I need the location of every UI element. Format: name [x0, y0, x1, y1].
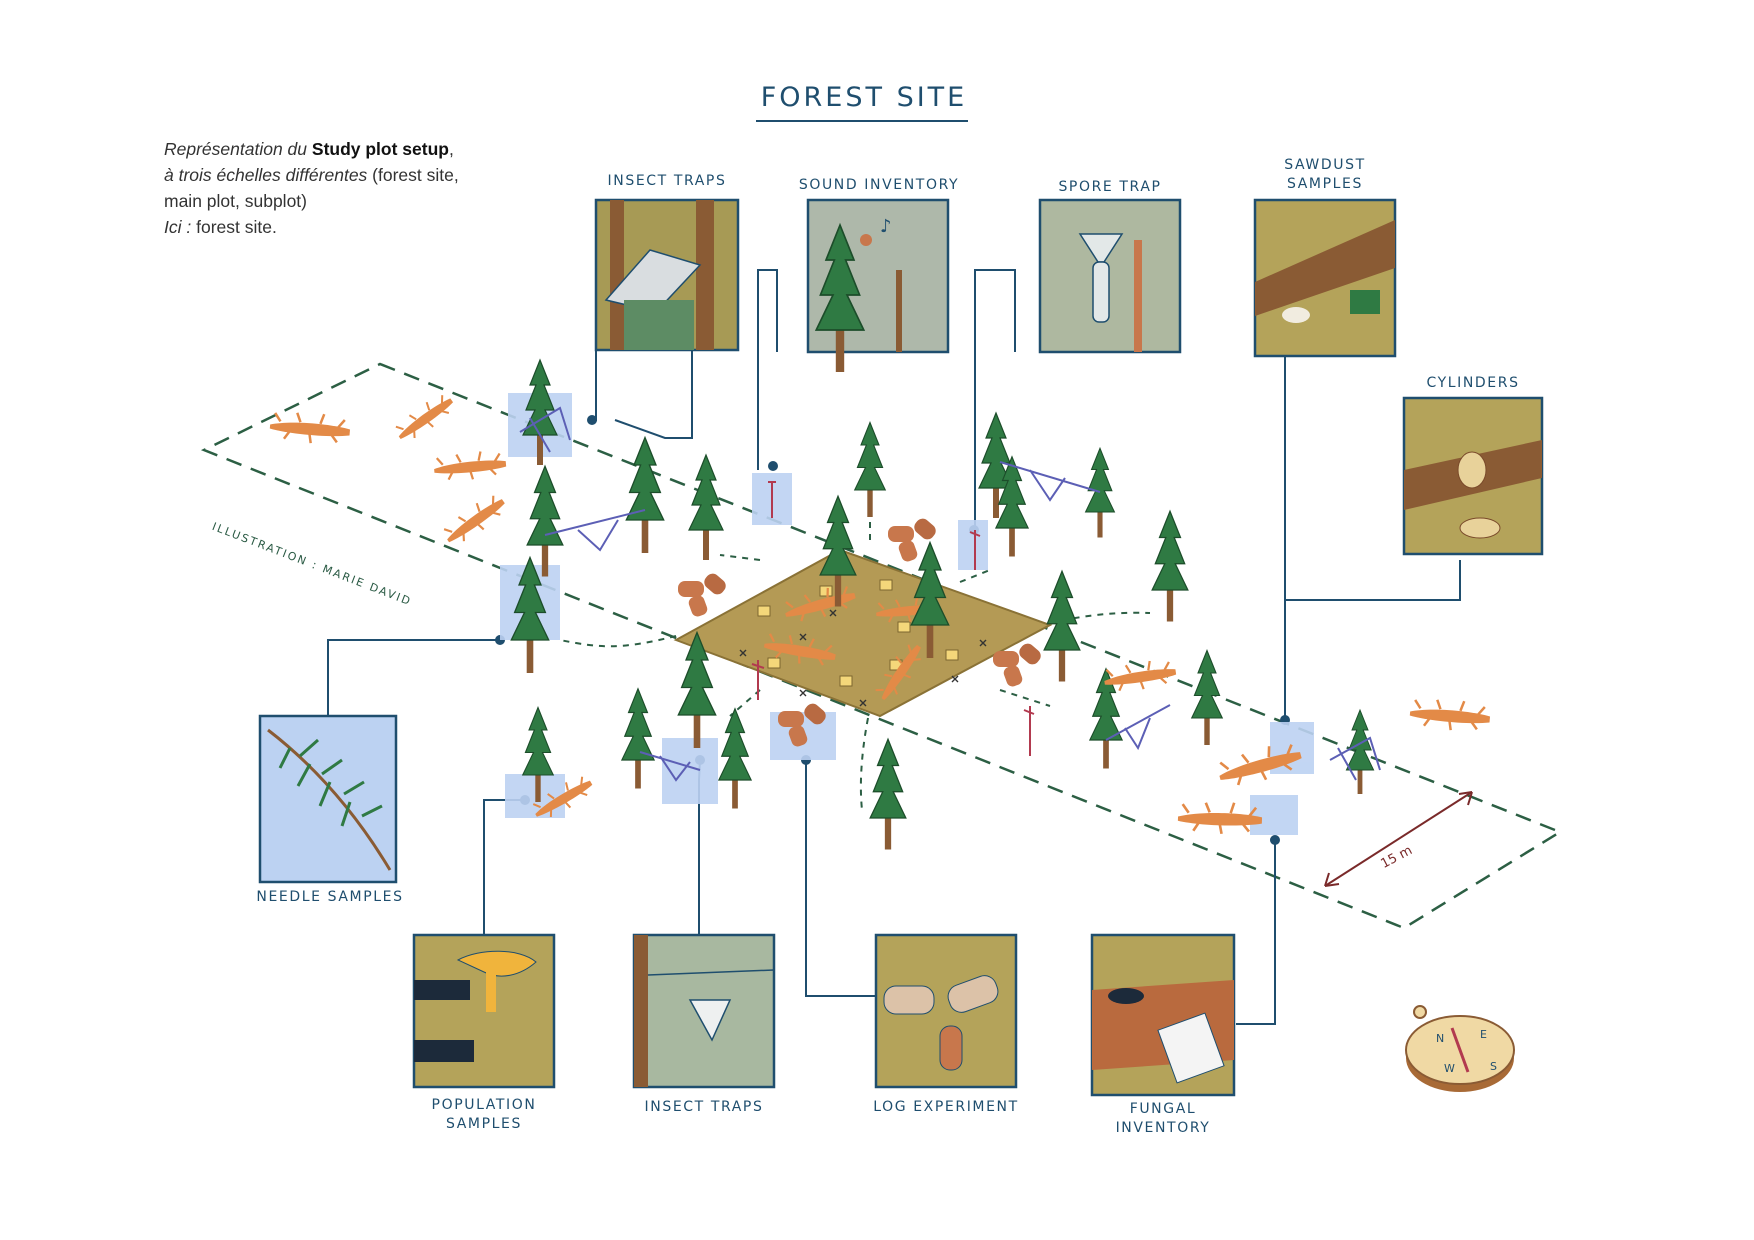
compass: N E S W: [1405, 1005, 1515, 1092]
spore-stakes: [751, 481, 1035, 756]
caption-line2-italic: à trois échelles différentes: [164, 165, 368, 185]
trap-lines: [519, 406, 1381, 782]
label-sawdust-line1: SAWDUST: [1284, 157, 1366, 173]
subplot-markers: [757, 579, 959, 687]
distance-arrow: [1324, 791, 1473, 887]
label-fungal-inventory: FUNGAL INVENTORY: [1092, 1100, 1234, 1138]
label-insect-traps-top: INSECT TRAPS: [607, 173, 727, 189]
title-underline: [756, 120, 968, 122]
label-fungal-line2: INVENTORY: [1115, 1120, 1211, 1136]
panel-fungal-inventory: [1090, 933, 1236, 1097]
caption-line4-italic: Ici :: [164, 217, 192, 237]
panel-spore-trap: [1038, 198, 1182, 354]
label-sound-inventory: SOUND INVENTORY: [798, 177, 960, 193]
panel-log-experiment: [874, 933, 1018, 1089]
panel-needle-samples: [258, 714, 398, 884]
page-title: FOREST SITE: [760, 82, 968, 113]
label-cylinders: CYLINDERS: [1426, 375, 1520, 391]
caption-line1-prefix: Représentation du: [164, 139, 312, 159]
label-needle-samples: NEEDLE SAMPLES: [256, 889, 404, 905]
panel-insect-traps-top: [594, 198, 740, 352]
compass-e: E: [1480, 1028, 1487, 1041]
sample-highlights: [500, 393, 1314, 835]
label-population-samples: POPULATION SAMPLES: [414, 1096, 554, 1134]
label-sawdust-samples: SAWDUST SAMPLES: [1255, 156, 1395, 194]
label-spore-trap: SPORE TRAP: [1058, 179, 1162, 195]
main-plot: [673, 548, 1053, 718]
label-population-line1: POPULATION: [431, 1097, 537, 1113]
connector-lines: [327, 269, 1461, 1025]
label-fungal-line1: FUNGAL: [1129, 1101, 1197, 1117]
compass-s: S: [1490, 1060, 1497, 1073]
caption-line2-rest: (forest site,: [367, 165, 459, 185]
panel-population-samples: [412, 933, 556, 1089]
caption-line3: main plot, subplot): [164, 191, 307, 211]
label-sawdust-line2: SAMPLES: [1287, 176, 1363, 192]
label-log-experiment: LOG EXPERIMENT: [873, 1099, 1019, 1115]
label-population-line2: SAMPLES: [446, 1116, 522, 1132]
caption-line1-suffix: ,: [448, 139, 454, 159]
label-insect-traps-bottom: INSECT TRAPS: [644, 1099, 764, 1115]
panel-sound-inventory: ♪: [806, 198, 950, 373]
panel-cylinders: [1402, 396, 1544, 556]
panel-sawdust-samples: [1253, 198, 1397, 358]
compass-n: N: [1436, 1032, 1444, 1045]
caption-text: Représentation du Study plot setup, à tr…: [164, 136, 524, 240]
caption-line4-rest: forest site.: [191, 217, 277, 237]
panel-insect-traps-bottom: [632, 933, 776, 1089]
compass-w: W: [1444, 1062, 1455, 1075]
caption-study-plot: Study plot setup: [311, 139, 449, 159]
svg-text:♪: ♪: [880, 216, 892, 237]
